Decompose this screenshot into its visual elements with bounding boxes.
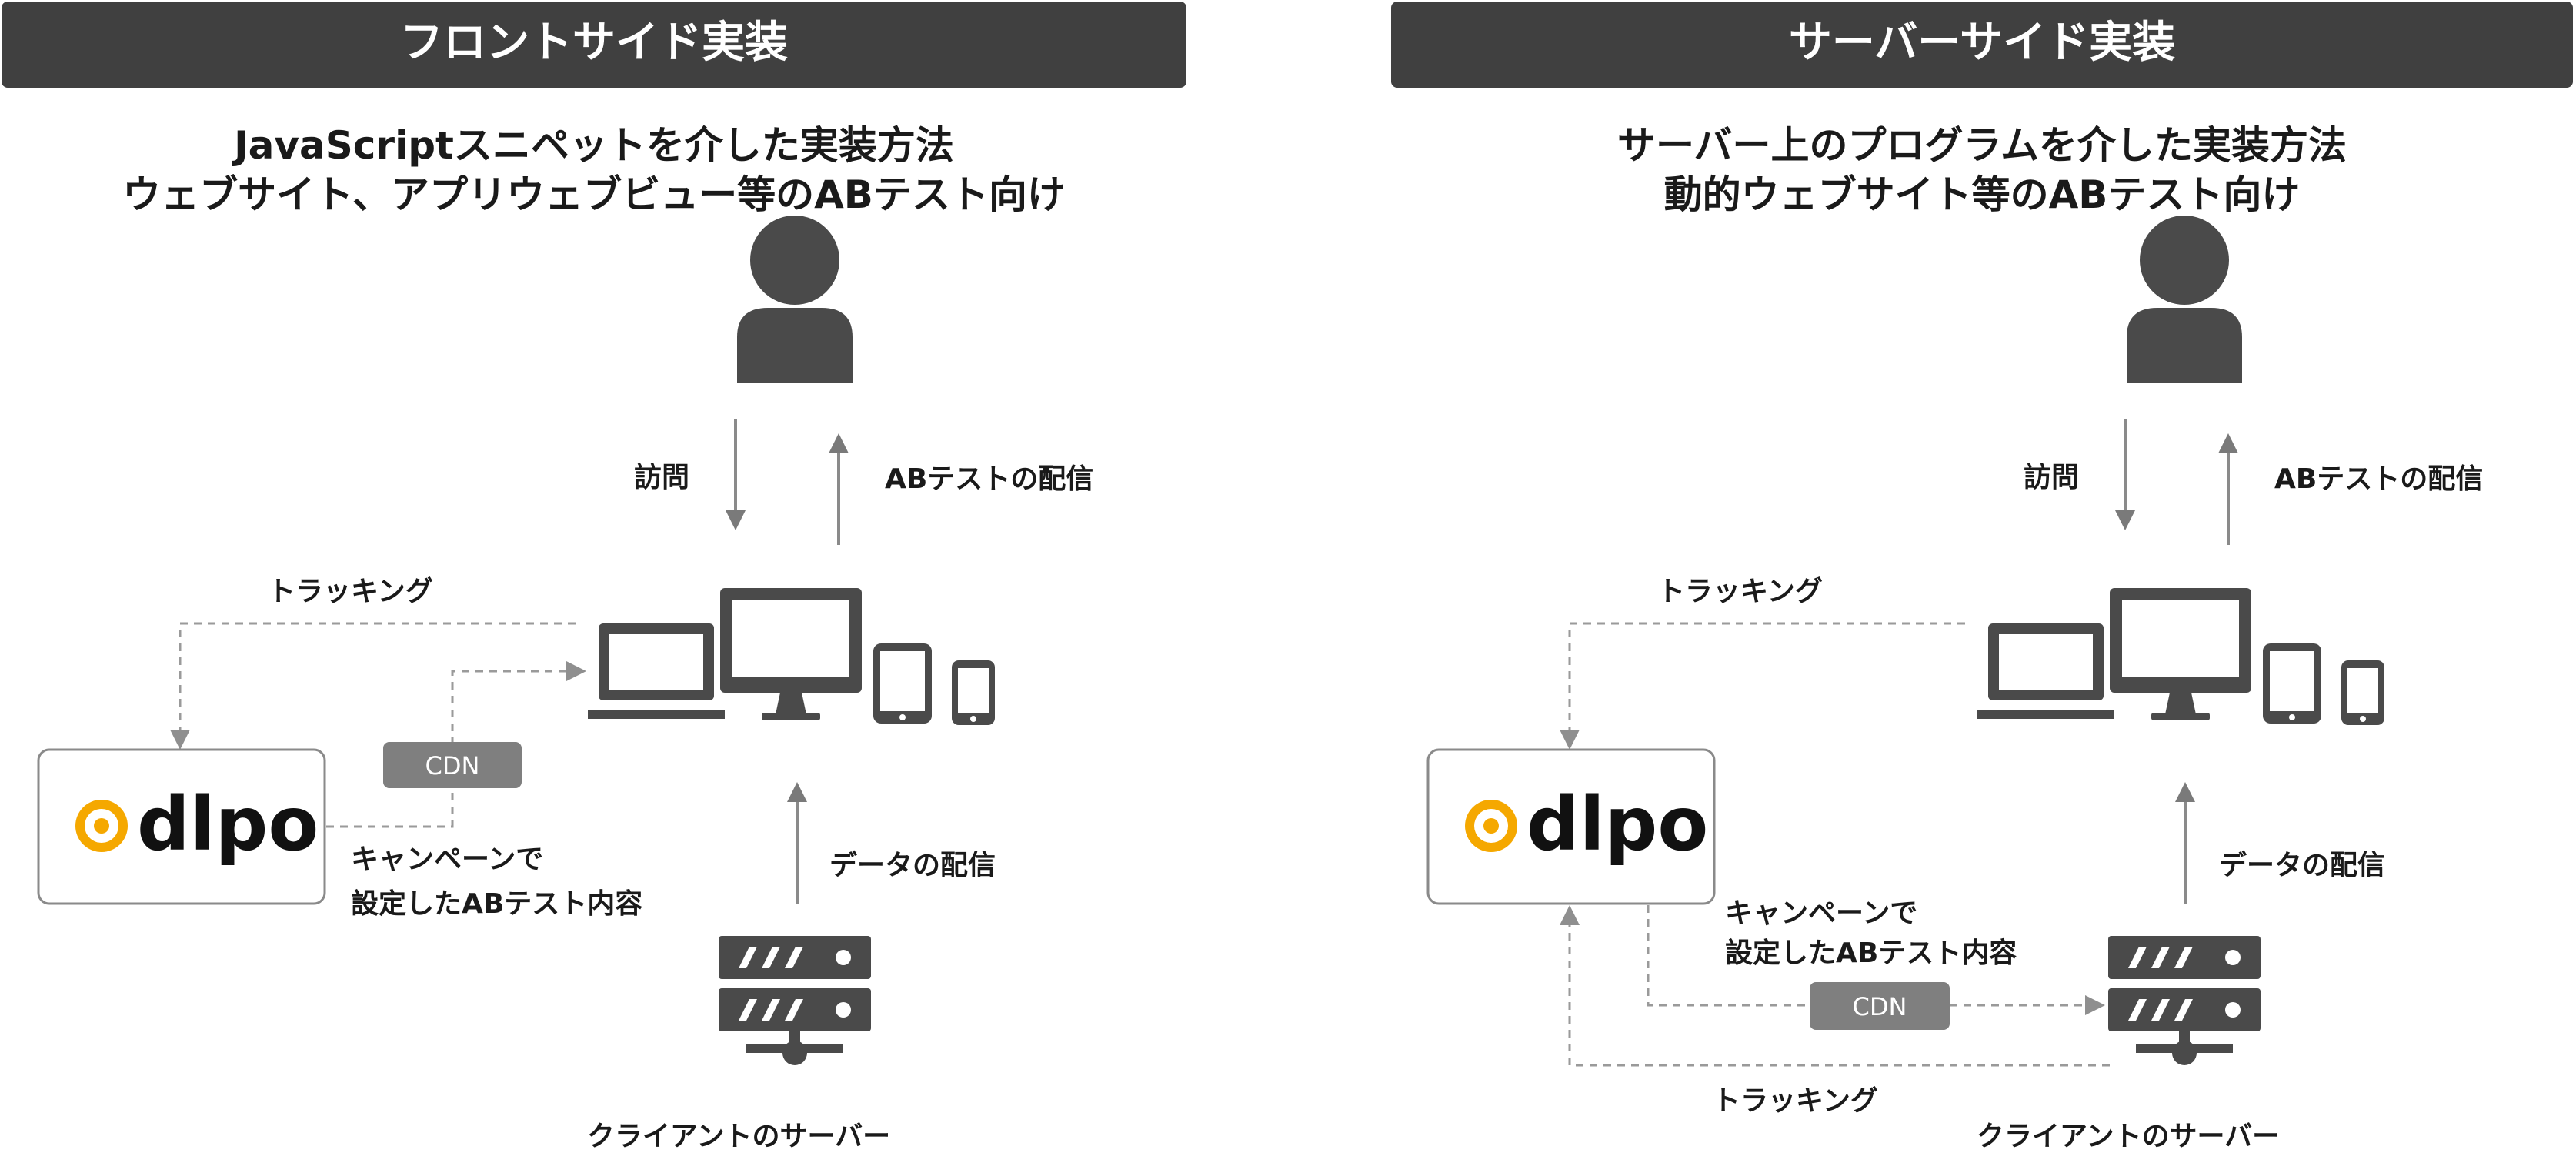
server-icon	[2108, 936, 2261, 1065]
monitor-icon	[2110, 588, 2251, 720]
server-icon	[719, 936, 871, 1065]
person-icon	[737, 216, 853, 383]
cdn-arrow	[326, 661, 586, 828]
campaign-label-line1: キャンペーンで	[351, 844, 543, 875]
tracking-top-label: トラッキング	[1657, 576, 1823, 607]
visit-label: 訪問	[2024, 462, 2079, 493]
server-subtitle-line1: サーバー上のプログラムを介した実装方法	[1617, 123, 2347, 168]
server-label: クライアントのサーバー	[1977, 1121, 2280, 1152]
tracking-top-arrow	[1560, 622, 1965, 750]
data-delivery-label: データの配信	[2219, 849, 2385, 881]
laptop-icon	[1977, 623, 2114, 719]
monitor-icon	[720, 588, 862, 720]
front-subtitle-line1: JavaScriptスニペットを介した実装方法	[232, 123, 954, 168]
dlpo-box: dlpo	[37, 748, 326, 905]
cdn-badge: CDN	[383, 742, 522, 788]
cdn-label: CDN	[425, 751, 480, 780]
front-header: フロントサイド実装	[2, 2, 1186, 88]
campaign-label-line2: 設定したABテスト内容	[351, 888, 642, 920]
ab-delivery-label: ABテストの配信	[885, 463, 1093, 495]
dlpo-box: dlpo	[1426, 748, 1716, 905]
data-delivery-label: データの配信	[829, 849, 996, 881]
smartphone-icon	[952, 660, 995, 725]
dlpo-logo-icon	[1465, 800, 1517, 852]
cdn-label: CDN	[1853, 992, 1907, 1021]
front-subtitle-line2: ウェブサイト、アプリウェブビュー等のABテスト向け	[122, 172, 1066, 217]
server-header: サーバーサイド実装	[1391, 2, 2573, 88]
devices-group	[1977, 588, 2384, 725]
front-side-panel: フロントサイド実装 JavaScriptスニペットを介した実装方法 ウェブサイト…	[2, 2, 1186, 1152]
server-side-panel: サーバーサイド実装 サーバー上のプログラムを介した実装方法 動的ウェブサイト等の…	[1391, 2, 2573, 1152]
dlpo-logo-text: dlpo	[1527, 781, 1708, 867]
laptop-icon	[588, 623, 725, 719]
tracking-arrow	[170, 622, 576, 750]
tracking-label: トラッキング	[268, 576, 433, 607]
tracking-bottom-label: トラッキング	[1713, 1085, 1878, 1117]
tablet-icon	[2263, 643, 2321, 724]
front-header-title: フロントサイド実装	[400, 18, 788, 68]
tablet-icon	[873, 643, 932, 724]
devices-group	[588, 588, 995, 725]
campaign-label-line1: キャンペーンで	[1725, 897, 1917, 929]
campaign-label-line2: 設定したABテスト内容	[1725, 937, 2017, 969]
visit-label: 訪問	[634, 462, 689, 493]
server-subtitle-line2: 動的ウェブサイト等のABテスト向け	[1664, 172, 2301, 217]
dlpo-logo-icon	[75, 800, 128, 852]
smartphone-icon	[2341, 660, 2384, 725]
tracking-bottom-arrow	[1560, 905, 2110, 1067]
person-icon	[2127, 216, 2242, 383]
server-header-title: サーバーサイド実装	[1789, 18, 2175, 68]
server-label: クライアントのサーバー	[587, 1121, 890, 1152]
dlpo-logo-text: dlpo	[137, 781, 319, 867]
cdn-badge: CDN	[1810, 982, 1950, 1030]
ab-delivery-label: ABテストの配信	[2274, 463, 2483, 495]
cdn-arrow	[1647, 905, 2105, 1015]
